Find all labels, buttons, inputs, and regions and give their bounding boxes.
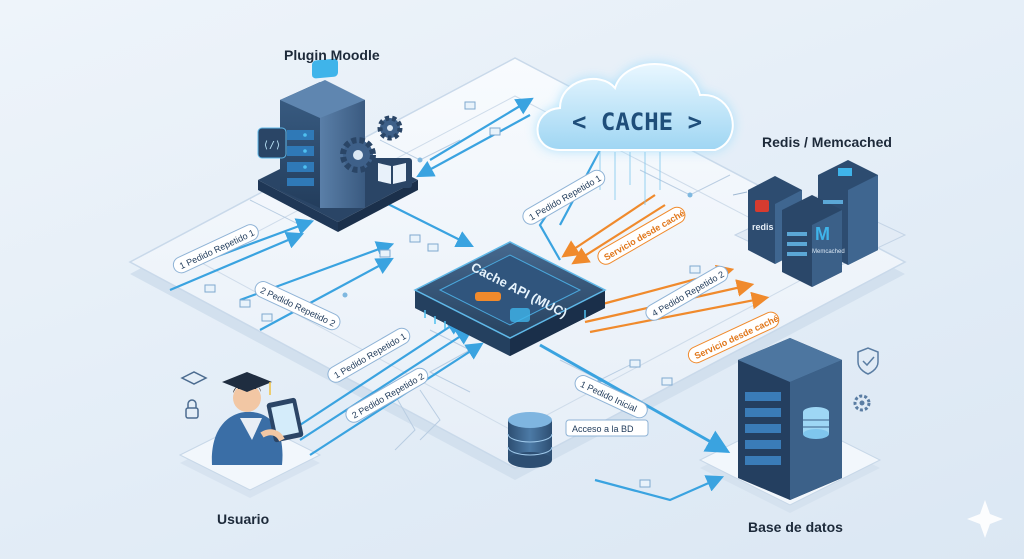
lock-icon (185, 407, 199, 419)
settings-gear-icon (853, 394, 871, 412)
shield-icon (857, 347, 879, 375)
document-icon (732, 191, 748, 196)
code-card-icon: ⟨/⟩ (257, 127, 287, 159)
database-icon (803, 407, 829, 439)
blue-flow-arrows (169, 97, 731, 502)
redis-logo (755, 200, 769, 212)
sparkle-icon (967, 500, 1003, 538)
redis-memcached-servers: redis M Memcached (733, 160, 907, 287)
plugin-moodle-title: Plugin Moodle (284, 47, 380, 63)
svg-text:⟨/⟩: ⟨/⟩ (263, 140, 281, 151)
data-packets (204, 101, 701, 488)
graduation-cap-icon (222, 372, 272, 395)
cache-cloud: < CACHE > (536, 63, 734, 205)
memcached-logo: M (815, 224, 830, 244)
usuario-title: Usuario (217, 511, 270, 527)
redis-memcached-title: Redis / Memcached (762, 134, 892, 150)
book-icon (372, 158, 412, 188)
small-grad-cap-icon (180, 371, 208, 385)
user-side-icons (180, 371, 208, 419)
database-server (738, 338, 842, 500)
acceso-bd-text: Acceso a la BD (572, 424, 634, 434)
user-figure (211, 372, 304, 465)
acceso-bd-label: Acceso a la BD (565, 419, 649, 437)
memcached-logo-text: Memcached (812, 249, 845, 255)
gear-icon (340, 115, 403, 173)
cache-cloud-label: < CACHE > (572, 108, 702, 136)
cache-api-module: Cache API (MUC) (413, 241, 607, 356)
db-cylinder (507, 412, 553, 468)
redis-logo-text: redis (752, 222, 774, 232)
base-de-datos-title: Base de datos (748, 519, 843, 535)
